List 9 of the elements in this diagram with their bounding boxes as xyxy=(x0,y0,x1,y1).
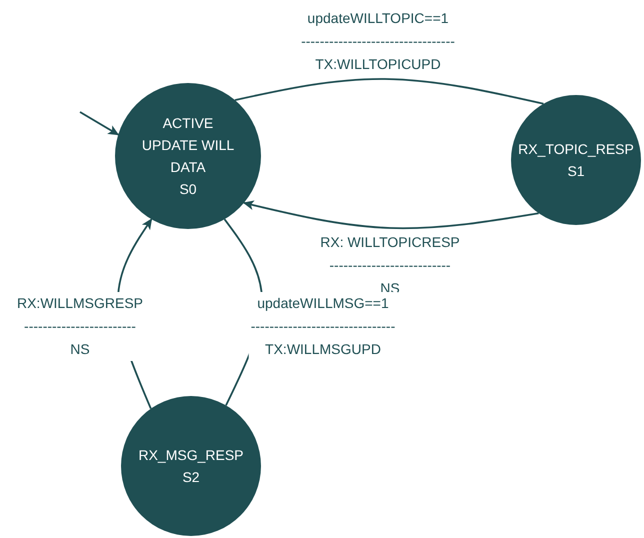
transition-arrow xyxy=(80,111,120,136)
transition-arrow xyxy=(242,200,539,230)
state-id: S1 xyxy=(566,162,586,181)
edge-label: updateWILLMSG==1 ------------------------------- TX:WILLMSGUPD xyxy=(248,292,398,361)
state-id: S2 xyxy=(181,468,201,487)
state-name: ACTIVE UPDATE WILL DATA xyxy=(140,114,236,177)
state-name: RX_MSG_RESP xyxy=(137,446,245,465)
state-name: RX_TOPIC_RESP xyxy=(517,140,635,159)
state-id: S0 xyxy=(178,180,198,199)
